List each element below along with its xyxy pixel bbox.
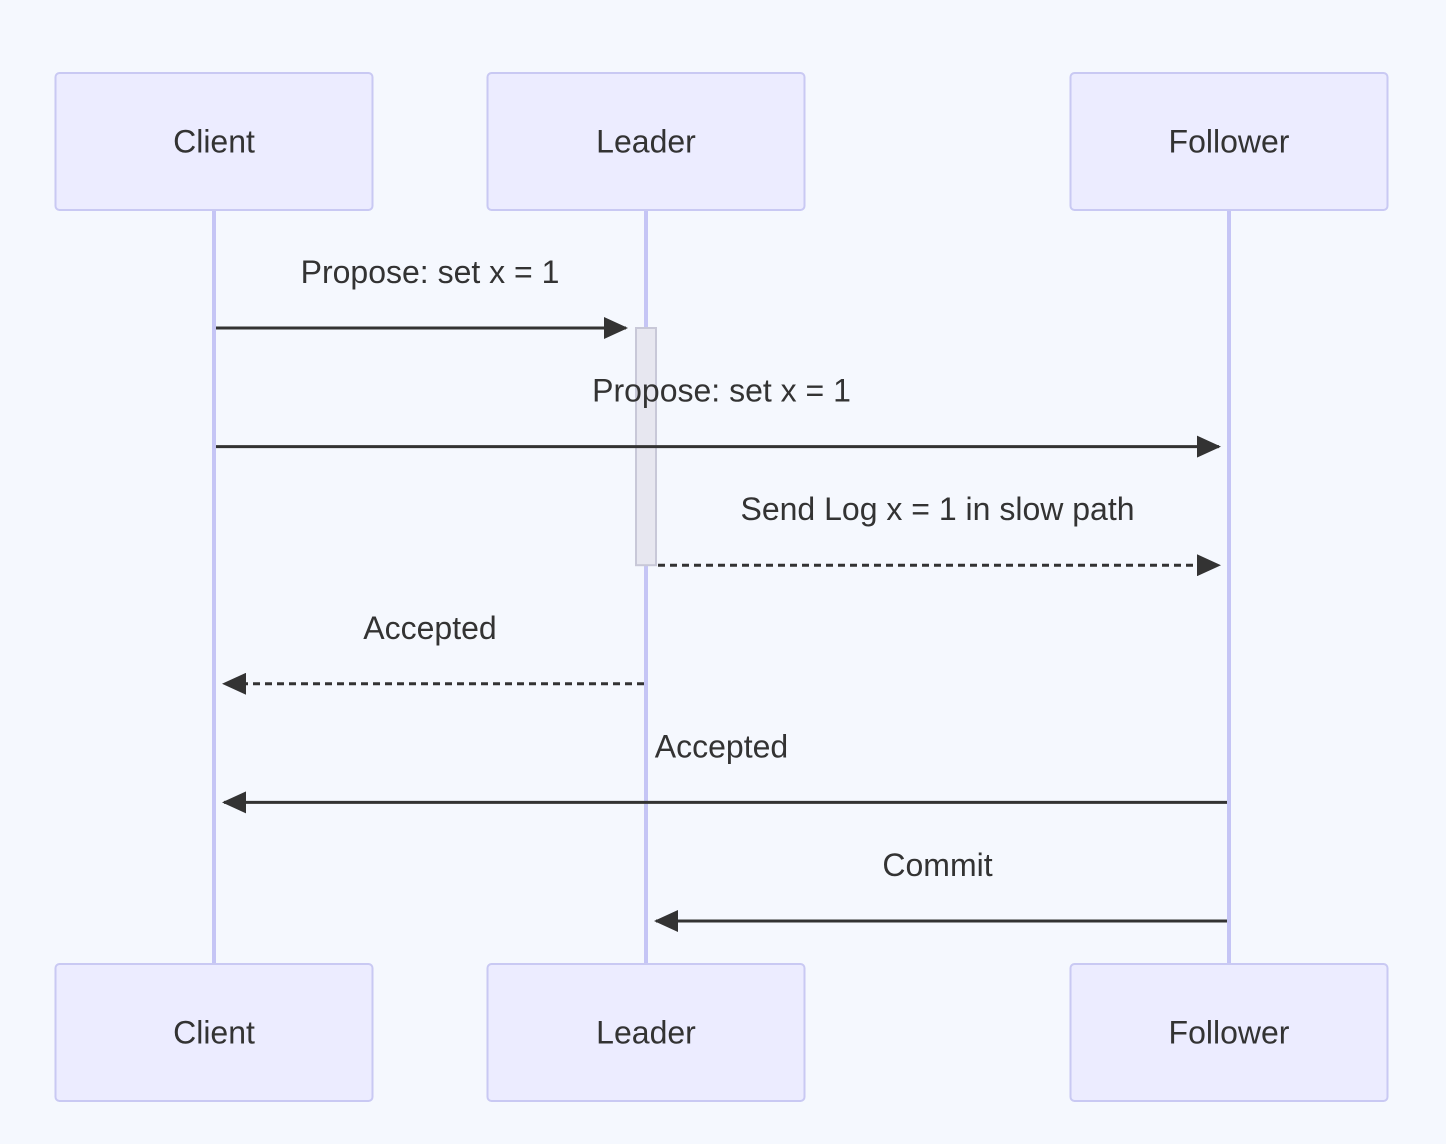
message-5: Accepted xyxy=(222,728,1227,814)
actors-bottom: Client Leader Follower xyxy=(54,963,1389,1102)
message-label: Send Log x = 1 in slow path xyxy=(740,491,1134,527)
message-label: Propose: set x = 1 xyxy=(301,254,560,290)
actor-box xyxy=(1069,963,1389,1102)
message-label: Accepted xyxy=(655,728,788,764)
actor-leader-top: Leader xyxy=(486,72,806,211)
actor-label: Follower xyxy=(1169,124,1290,160)
actor-box xyxy=(54,963,374,1102)
actor-label: Leader xyxy=(596,1015,696,1051)
message-4: Accepted xyxy=(222,610,644,695)
actor-follower-top: Follower xyxy=(1069,72,1389,211)
actor-client-top: Client xyxy=(54,72,374,211)
message-label: Commit xyxy=(882,847,992,883)
actor-box xyxy=(54,72,374,211)
message-label: Propose: set x = 1 xyxy=(592,373,851,409)
actor-label: Client xyxy=(173,1015,255,1051)
actor-client-bottom: Client xyxy=(54,963,374,1102)
actor-box xyxy=(486,72,806,211)
message-2: Propose: set x = 1 xyxy=(216,373,1221,458)
message-6: Commit xyxy=(654,847,1227,932)
lifelines xyxy=(212,210,1231,964)
actor-label: Client xyxy=(173,124,255,160)
actor-box xyxy=(486,963,806,1102)
messages: Propose: set x = 1 Propose: set x = 1 Send… xyxy=(216,254,1227,932)
actor-leader-bottom: Leader xyxy=(486,963,806,1102)
actor-label: Follower xyxy=(1169,1015,1290,1051)
actor-follower-bottom: Follower xyxy=(1069,963,1389,1102)
message-3: Send Log x = 1 in slow path xyxy=(658,491,1221,577)
message-1: Propose: set x = 1 xyxy=(216,254,628,339)
actor-box xyxy=(1069,72,1389,211)
message-label: Accepted xyxy=(363,610,496,646)
actor-label: Leader xyxy=(596,124,696,160)
actors-top: Client Leader Follower xyxy=(54,72,1389,211)
